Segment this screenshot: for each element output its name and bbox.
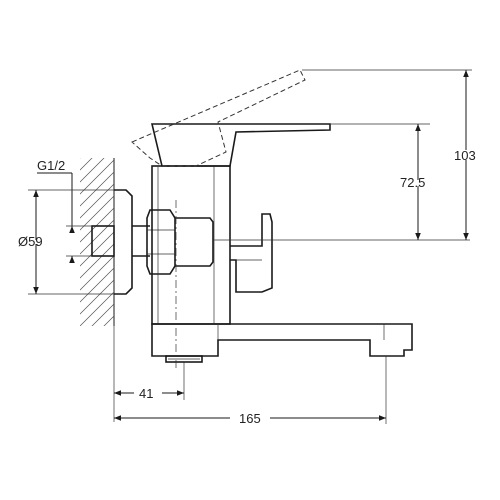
eccentric-connector: [91, 225, 150, 257]
hex-nut: [146, 209, 214, 275]
lever-handle: [150, 123, 331, 167]
mixer-body: [151, 165, 231, 325]
depth-165-label: 165: [239, 411, 261, 426]
height-103-dimension: 103: [302, 69, 476, 240]
depth-41-dimension: 41: [113, 326, 185, 422]
diameter-dimension: Ø59: [18, 189, 114, 295]
diameter-label: Ø59: [18, 234, 43, 249]
thread-label: G1/2: [37, 158, 65, 173]
diverter-knob: [230, 213, 273, 293]
spout: [151, 323, 413, 357]
lever-handle-open-position: [131, 69, 306, 167]
height-72-label: 72.5: [400, 175, 425, 190]
height-103-label: 103: [454, 148, 476, 163]
wall-hatching: [80, 158, 115, 326]
shower-outlet: [165, 355, 203, 363]
height-72-dimension: 72.5: [214, 123, 470, 241]
depth-165-dimension: 165: [114, 356, 387, 426]
wall-flange: [114, 189, 133, 295]
thread-callout: G1/2: [37, 158, 92, 263]
depth-41-label: 41: [139, 386, 153, 401]
